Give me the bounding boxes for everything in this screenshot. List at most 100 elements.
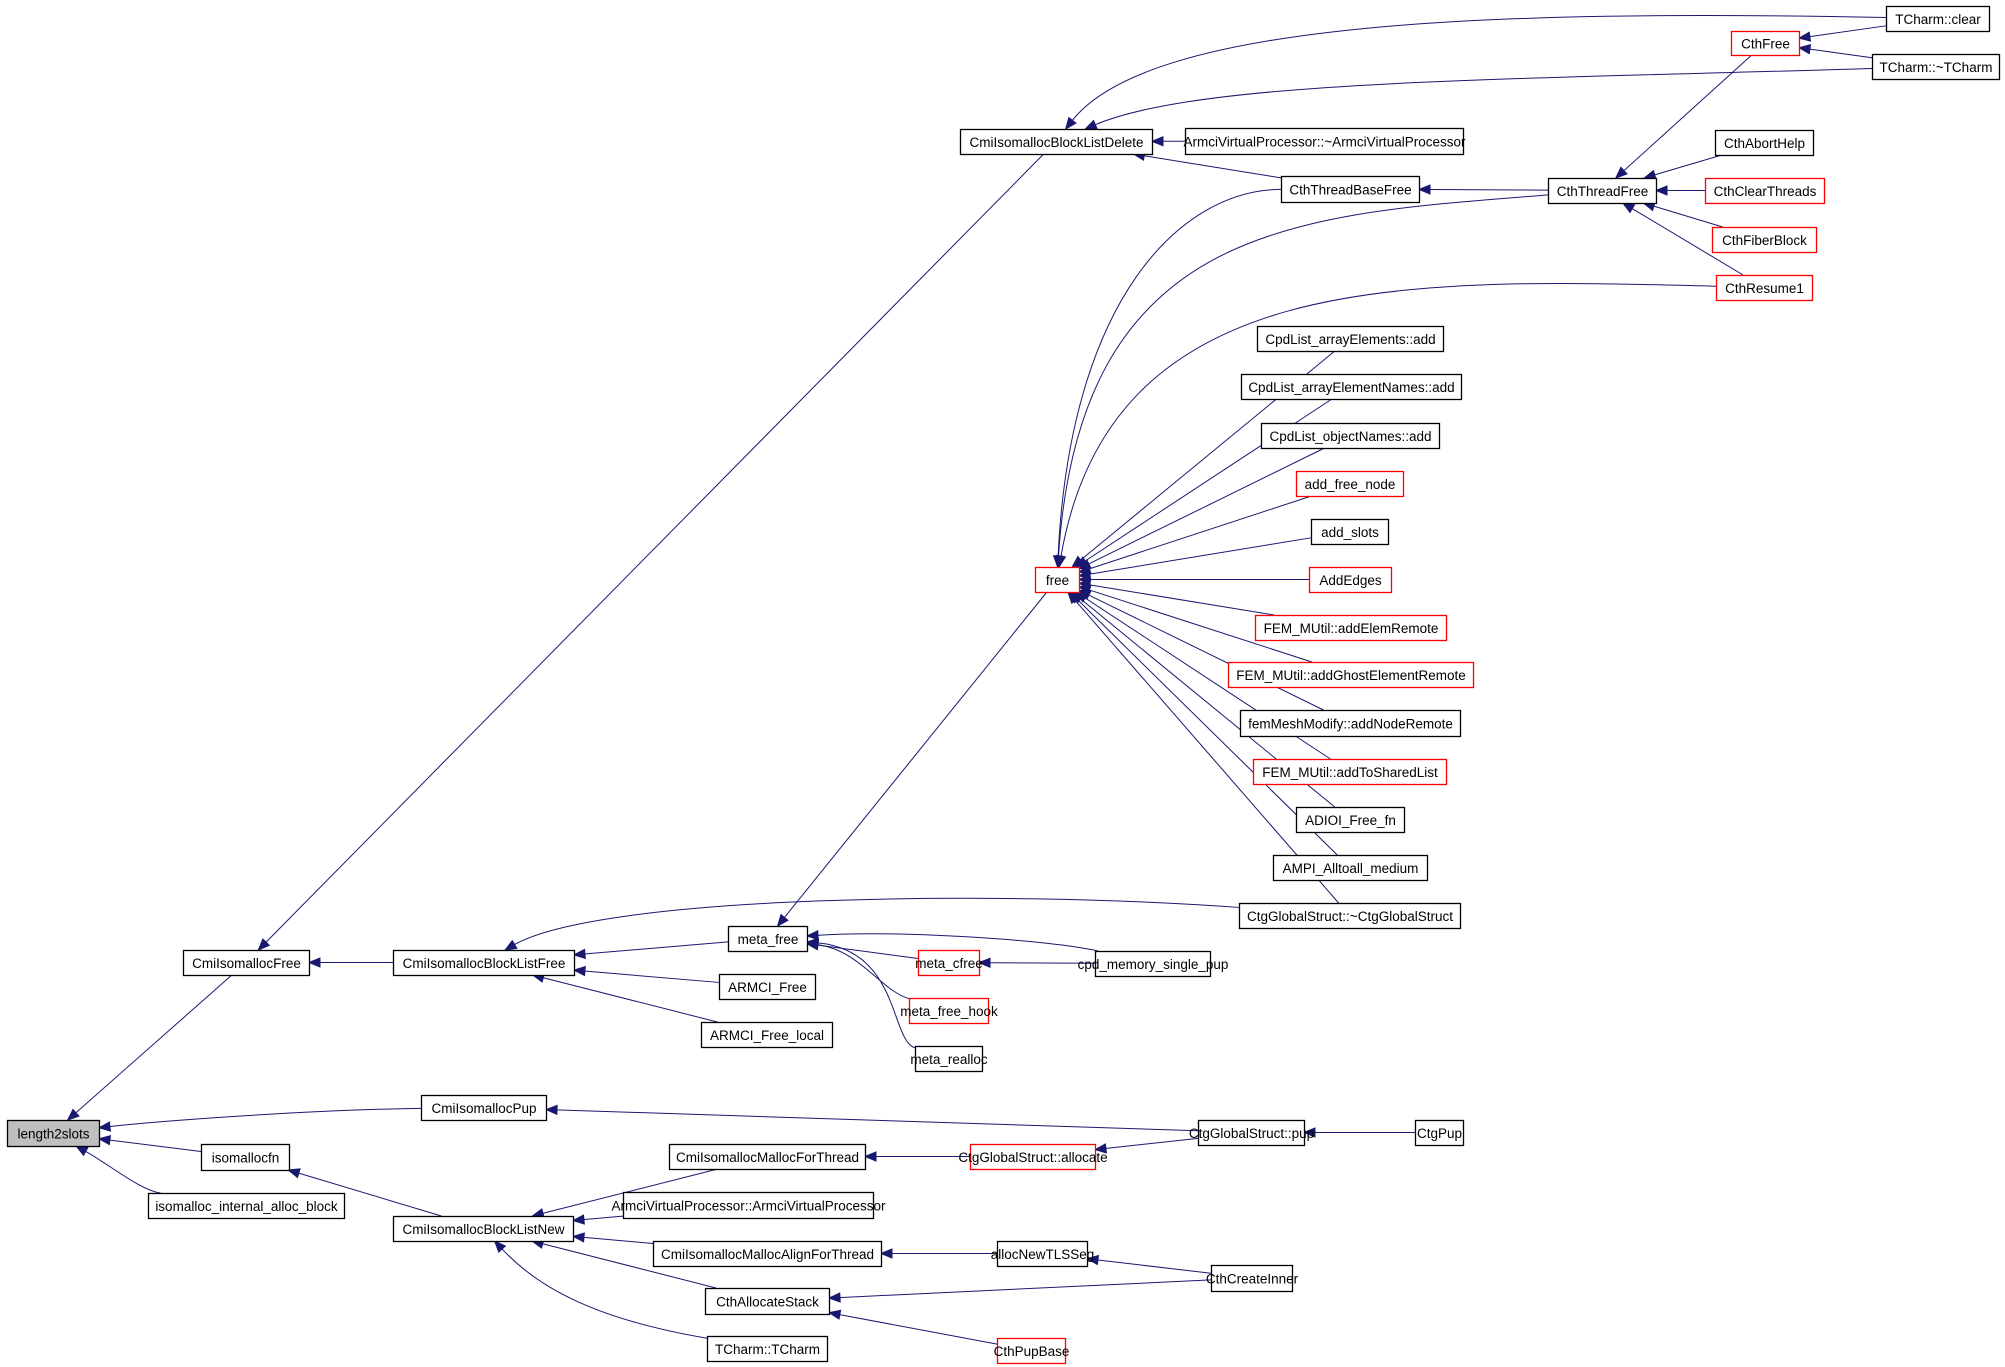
graph-node-fem-addelemremote[interactable]: FEM_MUtil::addElemRemote (1254, 614, 1448, 642)
call-edge (1074, 599, 1339, 904)
call-edge (1088, 495, 1312, 570)
node-label: free (1046, 573, 1069, 588)
call-edge (583, 941, 729, 955)
call-edge (1088, 537, 1312, 575)
arrowhead-icon (66, 1108, 80, 1121)
graph-node-cththreadfree[interactable]: CthThreadFree (1547, 177, 1658, 205)
graph-node-cthaborthelp[interactable]: CthAbortHelp (1714, 129, 1815, 157)
graph-node-ctgglobalstruct-dtor[interactable]: CtgGlobalStruct::~CtgGlobalStruct (1238, 902, 1462, 930)
graph-node-cmiisomallocmallocalignforthread[interactable]: CmiIsomallocMallocAlignForThread (652, 1240, 883, 1268)
node-box (1094, 950, 1212, 978)
graph-node-cpdlist-arrayelements-add[interactable]: CpdList_arrayElements::add (1256, 325, 1445, 353)
node-box (652, 1240, 883, 1268)
graph-node-tcharm-dtor[interactable]: TCharm::~TCharm (1871, 53, 2001, 81)
node-box (1239, 709, 1462, 738)
graph-node-length2slots[interactable]: length2slots (6, 1119, 101, 1148)
graph-node-tcharm-ctor[interactable]: TCharm::TCharm (706, 1335, 829, 1363)
graph-node-meta-free-hook[interactable]: meta_free_hook (900, 997, 998, 1025)
graph-node-armcivp-ctor[interactable]: ArmciVirtualProcessor::ArmciVirtualProce… (611, 1191, 886, 1220)
node-box (622, 1191, 875, 1220)
graph-node-tcharm-clear[interactable]: TCharm::clear (1885, 5, 1991, 33)
graph-node-cpdlist-objectnames-add[interactable]: CpdList_objectNames::add (1260, 422, 1441, 450)
graph-node-cmiisomallocblocklistnew[interactable]: CmiIsomallocBlockListNew (392, 1215, 575, 1243)
graph-node-cthresume1[interactable]: CthResume1 (1715, 274, 1814, 302)
graph-node-cthfiberblock[interactable]: CthFiberBlock (1711, 226, 1818, 254)
call-edge (74, 974, 233, 1114)
arrowhead-icon (977, 957, 991, 968)
call-edge (583, 970, 720, 983)
arrowhead-icon (776, 913, 789, 928)
node-label: TCharm::~TCharm (1880, 60, 1993, 75)
node-label: length2slots (17, 1127, 89, 1142)
graph-node-ctgpup[interactable]: CtgPup (1414, 1119, 1465, 1147)
graph-node-addedges[interactable]: AddEdges (1308, 566, 1393, 594)
graph-node-isomallocfn[interactable]: isomallocfn (200, 1143, 291, 1172)
call-edge (1088, 584, 1275, 616)
node-label: CthFree (1741, 37, 1790, 52)
node-label: TCharm::clear (1895, 12, 1981, 27)
node-label: meta_cfree (915, 956, 983, 971)
call-edge (84, 1150, 161, 1194)
node-label: meta_free (738, 932, 799, 947)
call-edge (1622, 54, 1753, 172)
arrowhead-icon (571, 1232, 585, 1243)
graph-node-cthfree[interactable]: CthFree (1730, 30, 1801, 57)
graph-node-fem-addtosharedlist[interactable]: FEM_MUtil::addToSharedList (1252, 758, 1448, 786)
graph-node-adioi-free-fn[interactable]: ADIOI_Free_fn (1295, 806, 1406, 834)
arrowhead-icon (1055, 554, 1067, 569)
graph-node-cthallocatestack[interactable]: CthAllocateStack (704, 1287, 831, 1316)
arrowhead-icon (827, 1292, 841, 1303)
node-box (147, 1192, 346, 1220)
graph-node-cmiisomallocblocklistdelete[interactable]: CmiIsomallocBlockListDelete (959, 128, 1154, 156)
graph-node-meta-realloc[interactable]: meta_realloc (910, 1045, 988, 1073)
graph-node-armci-free[interactable]: ARMCI_Free (718, 973, 817, 1001)
graph-node-armcivp-dtor[interactable]: ArmciVirtualProcessor::~ArmciVirtualProc… (1184, 127, 1466, 156)
call-edge (297, 1172, 442, 1217)
arrowhead-icon (805, 929, 819, 941)
graph-node-allocnewtlsseg[interactable]: allocNewTLSSeg (991, 1240, 1095, 1268)
graph-node-meta-free[interactable]: meta_free (727, 925, 809, 953)
graph-node-femmeshmodify-addnoderemote[interactable]: femMeshModify::addNodeRemote (1239, 709, 1462, 738)
arrowhead-icon (1614, 166, 1628, 179)
call-edge (816, 944, 919, 959)
node-box (1280, 175, 1421, 204)
call-edge (1808, 25, 1887, 38)
graph-node-add-slots[interactable]: add_slots (1310, 518, 1390, 546)
graph-node-cmiisomallocpup[interactable]: CmiIsomallocPup (420, 1094, 548, 1122)
call-edge (838, 1313, 998, 1345)
arrowhead-icon (1654, 185, 1668, 196)
graph-node-cpd-memory-single-pup[interactable]: cpd_memory_single_pup (1078, 950, 1229, 978)
node-box (959, 128, 1154, 156)
node-label: allocNewTLSSeg (991, 1247, 1095, 1262)
call-edge (1104, 1137, 1199, 1150)
call-edge (1088, 589, 1313, 663)
arrowhead-icon (97, 1121, 112, 1132)
graph-node-add-free-node[interactable]: add_free_node (1295, 470, 1405, 498)
graph-node-cmiisomallocmallocforthread[interactable]: CmiIsomallocMallocForThread (668, 1143, 867, 1171)
node-label: CmiIsomallocBlockListNew (402, 1222, 564, 1237)
graph-node-armci-free-local[interactable]: ARMCI_Free_local (700, 1021, 834, 1049)
node-box (917, 949, 981, 977)
graph-node-ampi-alltoall-medium[interactable]: AMPI_Alltoall_medium (1272, 854, 1429, 882)
graph-node-cthcreateinner[interactable]: CthCreateInner (1206, 1264, 1299, 1293)
node-label: ARMCI_Free_local (710, 1028, 824, 1043)
node-box (1885, 5, 1991, 33)
graph-node-meta-cfree[interactable]: meta_cfree (915, 949, 983, 977)
node-label: CpdList_objectNames::add (1269, 429, 1431, 444)
graph-node-cmiisomallocblocklistfree[interactable]: CmiIsomallocBlockListFree (392, 949, 576, 977)
graph-node-cththreadbasefree[interactable]: CthThreadBaseFree (1280, 175, 1421, 204)
graph-node-fem-addghostelementremote[interactable]: FEM_MUtil::addGhostElementRemote (1227, 661, 1475, 689)
graph-node-ctgglobalstruct-allocate[interactable]: CtgGlobalStruct::allocate (958, 1143, 1108, 1171)
graph-node-free[interactable]: free (1034, 566, 1081, 594)
graph-node-cthpupbase[interactable]: CthPupBase (994, 1337, 1070, 1365)
arrowhead-icon (257, 938, 271, 951)
graph-node-cpdlist-arrayelementnames-add[interactable]: CpdList_arrayElementNames::add (1240, 373, 1463, 401)
node-box (1715, 274, 1814, 302)
graph-node-ctgglobalstruct-pup[interactable]: CtgGlobalStruct::pup (1189, 1119, 1314, 1147)
graph-node-isomalloc-internal-alloc-block[interactable]: isomalloc_internal_alloc_block (147, 1192, 346, 1220)
graph-node-cthclearthreads[interactable]: CthClearThreads (1704, 177, 1826, 205)
node-label: meta_free_hook (900, 1004, 998, 1019)
node-label: CthAllocateStack (716, 1295, 819, 1310)
node-box (1704, 177, 1826, 205)
graph-node-cmiisomallocfree[interactable]: CmiIsomallocFree (182, 949, 311, 977)
